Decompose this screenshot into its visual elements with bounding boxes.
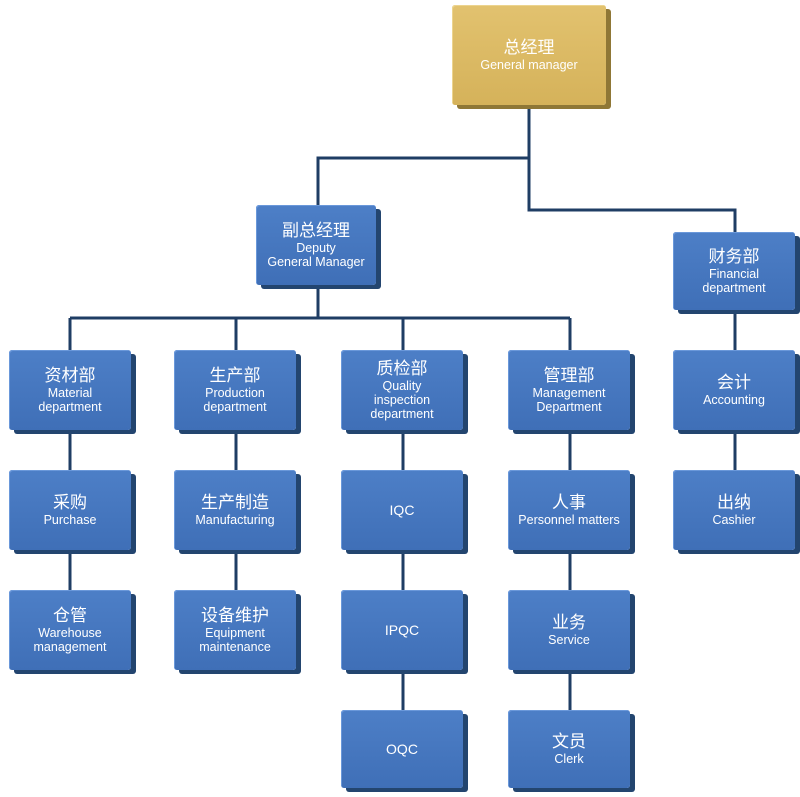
node-en-label: Production department (203, 386, 267, 414)
node-finance-department: 财务部 Financial department (673, 232, 795, 310)
node-en-label: Material department (38, 386, 102, 414)
node-cn-label: 资材部 (44, 366, 96, 386)
node-material-department: 资材部 Material department (9, 350, 131, 430)
node-cashier: 出纳 Cashier (673, 470, 795, 550)
node-oqc: OQC (341, 710, 463, 788)
node-en-label: Management Department (532, 386, 606, 414)
node-en-label: Warehouse management (33, 626, 107, 654)
connector-gm-finance (527, 158, 737, 232)
node-cn-label: 出纳 (717, 493, 751, 513)
node-cn-label: 人事 (552, 493, 586, 513)
node-cn-label: 业务 (552, 613, 586, 633)
connector-gm (316, 108, 531, 205)
node-accounting: 会计 Accounting (673, 350, 795, 430)
node-en-label: General manager (480, 58, 578, 72)
node-en-label: Accounting (703, 393, 765, 407)
node-management-department: 管理部 Management Department (508, 350, 630, 430)
node-cn-label: 设备维护 (201, 606, 269, 626)
node-deputy-general-manager: 副总经理 Deputy General Manager (256, 205, 376, 285)
node-en-label: Clerk (554, 752, 584, 766)
node-manufacturing: 生产制造 Manufacturing (174, 470, 296, 550)
node-equipment: 设备维护 Equipment maintenance (174, 590, 296, 670)
node-production-department: 生产部 Production department (174, 350, 296, 430)
node-en-label: Service (548, 633, 590, 647)
node-label: IQC (389, 502, 415, 518)
node-en-label: Equipment maintenance (199, 626, 271, 654)
node-en-label: Manufacturing (195, 513, 275, 527)
node-cn-label: 总经理 (503, 38, 555, 58)
node-en-label: Financial department (702, 267, 766, 295)
node-general-manager: 总经理 General manager (452, 5, 606, 105)
node-cn-label: 管理部 (543, 366, 595, 386)
node-en-label: Purchase (43, 513, 97, 527)
node-en-label: Deputy General Manager (267, 241, 365, 269)
node-warehouse: 仓管 Warehouse management (9, 590, 131, 670)
node-en-label: Personnel matters (518, 513, 620, 527)
node-service: 业务 Service (508, 590, 630, 670)
node-cn-label: 仓管 (53, 606, 87, 626)
node-en-label: Cashier (712, 513, 756, 527)
node-en-label: Quality inspection department (370, 379, 434, 421)
node-label: OQC (386, 741, 418, 757)
node-iqc: IQC (341, 470, 463, 550)
node-quality-department: 质检部 Quality inspection department (341, 350, 463, 430)
node-personnel: 人事 Personnel matters (508, 470, 630, 550)
node-cn-label: 文员 (552, 732, 586, 752)
node-purchase: 采购 Purchase (9, 470, 131, 550)
node-cn-label: 会计 (717, 373, 751, 393)
node-ipqc: IPQC (341, 590, 463, 670)
node-cn-label: 副总经理 (282, 221, 350, 241)
node-label: IPQC (384, 622, 420, 638)
node-cn-label: 采购 (53, 493, 87, 513)
node-clerk: 文员 Clerk (508, 710, 630, 788)
node-cn-label: 财务部 (708, 247, 760, 267)
node-cn-label: 生产制造 (201, 493, 269, 513)
node-cn-label: 质检部 (376, 359, 428, 379)
node-cn-label: 生产部 (209, 366, 261, 386)
